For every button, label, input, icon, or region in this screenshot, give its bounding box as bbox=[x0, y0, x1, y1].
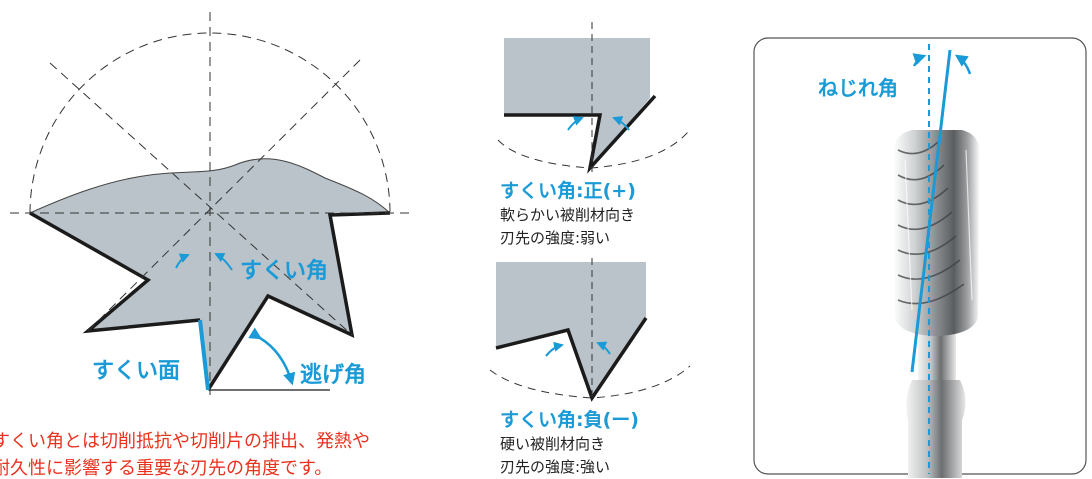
rake-angle-arrow-2 bbox=[214, 253, 233, 271]
rake-face-label: すくい面 bbox=[92, 359, 180, 384]
positive-line-2: 刃先の強度:弱い bbox=[500, 229, 610, 247]
negative-circle-arc bbox=[489, 365, 691, 399]
negative-line-1: 硬い被削材向き bbox=[500, 435, 605, 453]
negative-line-2: 刃先の強度:強い bbox=[500, 458, 610, 476]
positive-line-1: 軟らかい被削材向き bbox=[500, 206, 635, 224]
positive-circle-arc bbox=[497, 131, 689, 169]
helix-arrow-left bbox=[912, 53, 927, 67]
bur-shank bbox=[906, 330, 966, 478]
rake-angle-diagram: すくい角 すくい面 逃げ角 すくい角とは切削抵抗や切削片の排出、発熱や 耐久性に… bbox=[0, 12, 410, 479]
helix-line bbox=[910, 49, 952, 373]
positive-title: すくい角:正(+) bbox=[500, 179, 636, 202]
axis-diag-2 bbox=[87, 59, 361, 332]
rake-angle-label: すくい角 bbox=[240, 258, 328, 284]
negative-arrow-2 bbox=[596, 341, 611, 355]
helix-angle-panel: ねじれ角 bbox=[753, 37, 1087, 478]
note-line-1: すくい角とは切削抵抗や切削片の排出、発熱や bbox=[0, 431, 370, 452]
negative-title: すくい角:負(ー) bbox=[500, 408, 639, 431]
bur-cutting-head bbox=[893, 130, 980, 336]
negative-cutter-edge bbox=[495, 317, 648, 402]
axis-diag-1 bbox=[49, 62, 353, 336]
positive-arrow-2 bbox=[612, 116, 630, 131]
positive-arrow-1 bbox=[567, 116, 584, 131]
note-line-2: 耐久性に影響する重要な刃先の角度です。 bbox=[0, 458, 332, 479]
rake-angle-arrow-1 bbox=[175, 253, 190, 269]
body-outline-top bbox=[29, 158, 391, 214]
negative-cutter-body bbox=[496, 262, 646, 398]
negative-rake-panel: すくい角:負(ー) 硬い被削材向き 刃先の強度:強い bbox=[489, 258, 691, 476]
helix-angle-label: ねじれ角 bbox=[818, 76, 898, 100]
positive-cutter-body bbox=[504, 38, 650, 168]
positive-rake-panel: すくい角:正(+) 軟らかい被削材向き 刃先の強度:弱い bbox=[497, 22, 689, 247]
cutting-edge-outline bbox=[29, 211, 391, 391]
positive-cutter-edge bbox=[504, 94, 657, 174]
rake-face-line bbox=[198, 319, 210, 391]
helix-arrow-right bbox=[954, 54, 972, 75]
relief-angle-label: 逃げ角 bbox=[300, 362, 366, 388]
negative-arrow-1 bbox=[545, 341, 564, 357]
relief-angle-arrow bbox=[248, 327, 296, 386]
